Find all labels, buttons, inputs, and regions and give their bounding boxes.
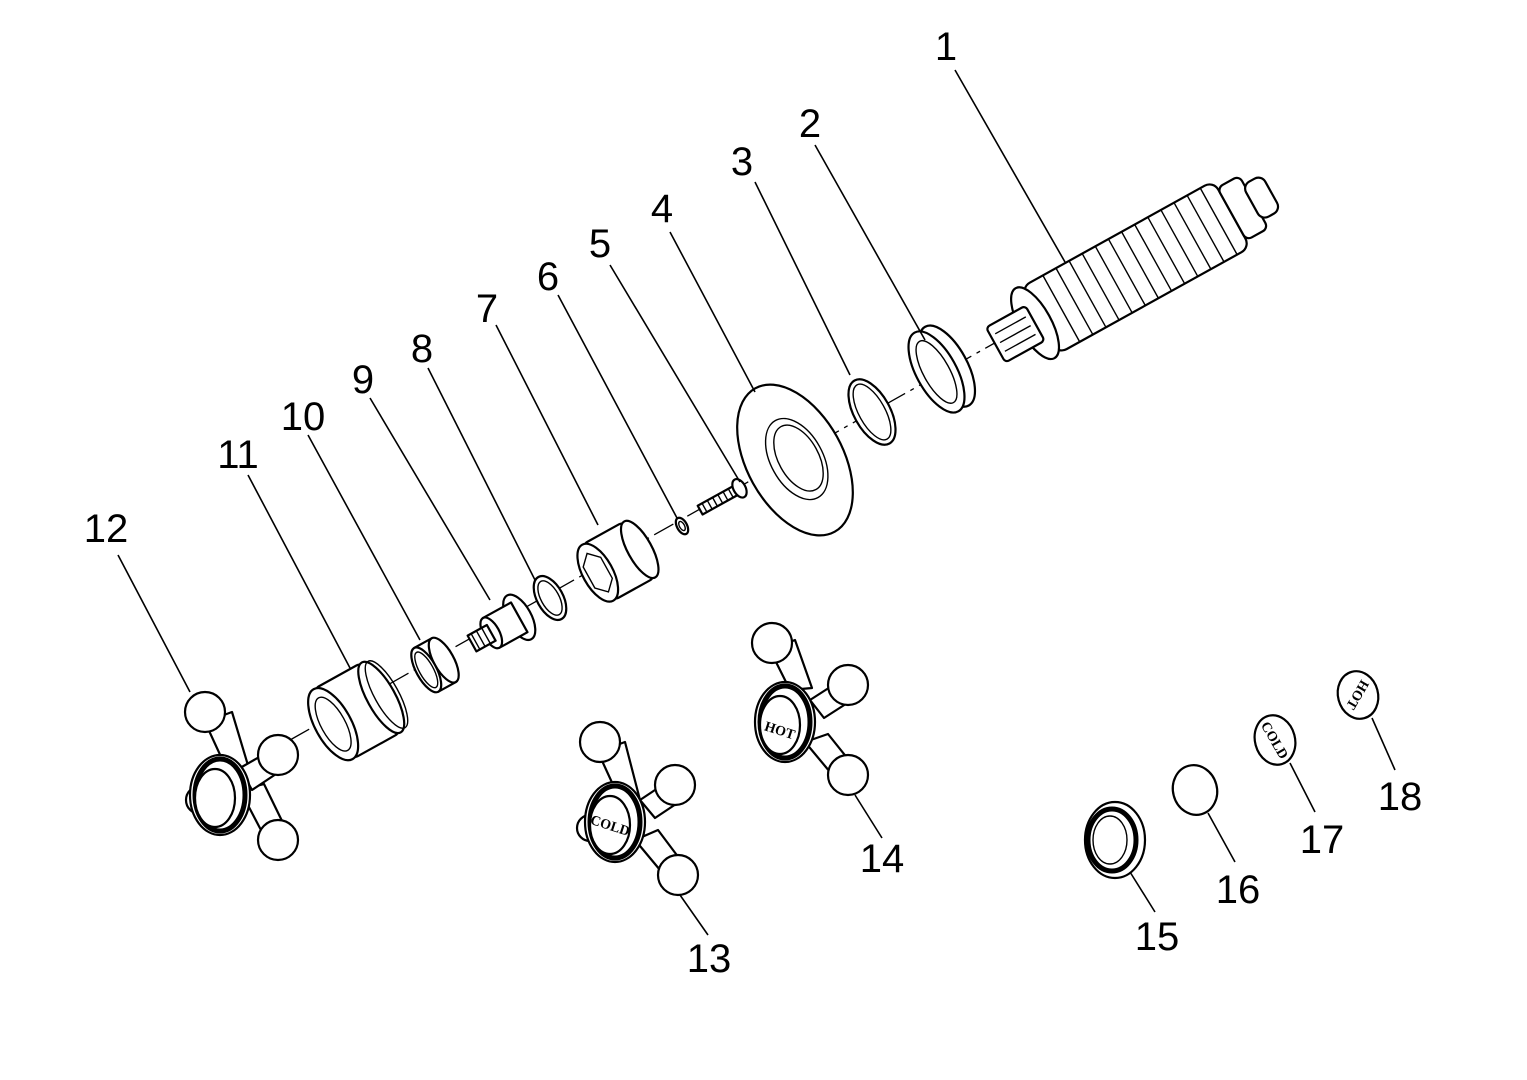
part-16-blank-cap (1171, 764, 1219, 816)
leader-1 (954, 69, 1066, 263)
leader-15 (1129, 871, 1156, 913)
leader-7 (495, 324, 599, 526)
callout-18: 18 (1378, 775, 1423, 819)
leader-4 (669, 231, 756, 393)
callout-13: 13 (687, 937, 732, 981)
part-7-hex-bushing (576, 519, 660, 603)
part-5-screw (696, 477, 748, 516)
callout-17: 17 (1300, 818, 1345, 862)
callout-1: 1 (935, 25, 957, 69)
callout-16: 16 (1216, 868, 1261, 912)
part-9-spindle (466, 593, 537, 653)
leader-17 (1289, 762, 1316, 813)
leader-8 (427, 367, 536, 581)
part-17-cold-cap: COLD (1253, 714, 1297, 766)
part-4-escutcheon (736, 383, 854, 537)
part-11-sleeve (307, 660, 409, 762)
part-10-collar (410, 636, 460, 694)
callout-12: 12 (84, 507, 129, 551)
callout-2: 2 (799, 102, 821, 146)
part-14-hot-handle: HOT (750, 621, 870, 797)
leader-10 (307, 434, 421, 641)
callout-7: 7 (476, 287, 498, 331)
part-3-o-ring (847, 378, 897, 446)
callout-11: 11 (217, 433, 259, 477)
part-12-cross-handle (183, 690, 300, 862)
leader-12 (117, 554, 191, 693)
callout-15: 15 (1135, 915, 1180, 959)
callout-5: 5 (589, 222, 611, 266)
assembly-axis (289, 339, 1001, 741)
callout-10: 10 (281, 395, 326, 439)
callout-6: 6 (537, 255, 559, 299)
part-8-ring (532, 574, 568, 622)
leader-13 (679, 894, 709, 936)
leader-11 (247, 474, 351, 669)
callout-numbers: 1 2 3 4 5 6 7 8 9 10 11 12 13 14 15 16 1… (84, 25, 1423, 981)
leader-lines (117, 69, 1396, 936)
callout-4: 4 (651, 187, 673, 231)
part-2-threaded-ring (907, 324, 977, 414)
leader-9 (369, 397, 491, 601)
leader-3 (754, 181, 851, 376)
leader-18 (1371, 717, 1396, 771)
leader-5 (609, 264, 741, 483)
part-15-ring-collar (1083, 800, 1147, 880)
leader-16 (1207, 812, 1236, 863)
leader-6 (557, 294, 678, 519)
part-6-washer (674, 516, 690, 536)
callout-14: 14 (860, 837, 905, 881)
callout-3: 3 (731, 140, 753, 184)
part-13-cold-handle: COLD (575, 720, 700, 897)
leader-2 (814, 144, 926, 341)
callout-9: 9 (352, 358, 374, 402)
part-1-cartridge (986, 176, 1280, 363)
part-18-hot-cap: HOT (1336, 670, 1380, 720)
callout-8: 8 (411, 327, 433, 371)
leader-14 (854, 794, 883, 839)
